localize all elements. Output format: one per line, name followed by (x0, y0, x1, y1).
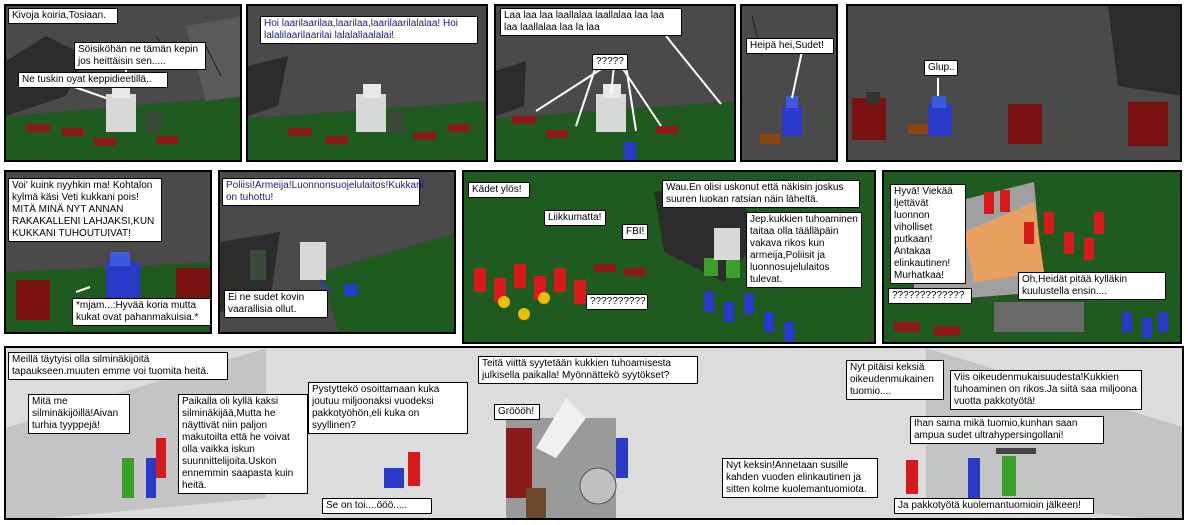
speech-bubble: Se on toi....ööö..... (322, 498, 432, 514)
speech-bubble: Wau.En olisi uskonut että näkisin joskus… (662, 180, 860, 208)
speech-bubble: Ei ne sudet kovin vaarallisia ollut. (224, 290, 328, 318)
speech-bubble: Mitä me silminäkijöillä!Aivan turhia tyy… (28, 394, 130, 434)
speech-bubble: Laa laa laa laallalaa laallalaa laa laa … (500, 8, 682, 36)
panel-3-scene (496, 35, 734, 160)
panel-6: Voi' kuink nyyhkin ma! Kohtalon kylmä kä… (4, 170, 212, 334)
speech-bubble: Kivoja koiria,Tosiaan. (8, 8, 118, 24)
speech-bubble: Meillä täytyisi olla silminäkijöitä tapa… (8, 352, 228, 380)
speech-bubble: Hoi laarilaarilaa,laarilaa,laarilaarilal… (260, 16, 478, 44)
panel-3: Laa laa laa laallalaa laallalaa laa laa … (494, 4, 736, 162)
speech-bubble: *mjam...:Hyvää koria mutta kukat ovat pa… (72, 298, 210, 326)
speech-bubble: ?????????? (586, 294, 648, 310)
panel-4-scene (751, 15, 803, 144)
speech-bubble: Kädet ylös! (468, 182, 530, 198)
panel-9: Hyvä! Viekää ljettävät luonnon vihollise… (882, 170, 1182, 344)
panel-7-scene (220, 232, 454, 332)
speech-bubble: Heipä hei,Sudet! (746, 38, 834, 54)
speech-bubble: FBI! (622, 224, 648, 240)
speech-bubble: ????? (592, 54, 628, 70)
speech-bubble: Poliisi!Armeija!Luonnonsuojelulaitos!Kuk… (222, 178, 424, 206)
speech-bubble: Glup.. (924, 60, 958, 76)
panel-4: Heipä hei,Sudet! (740, 4, 838, 162)
speech-bubble: Hyvä! Viekää ljettävät luonnon vihollise… (890, 184, 966, 284)
speech-bubble: Viis oikeudenmukaisuudesta!Kukkien tuhoa… (950, 370, 1142, 410)
panel-10: Meillä täytyisi olla silminäkijöitä tapa… (4, 346, 1184, 520)
speech-bubble: Paikalla oli kyllä kaksi silminäkijää,Mu… (178, 394, 308, 494)
panel-8: Kädet ylös! Wau.En olisi uskonut että nä… (462, 170, 876, 344)
speech-bubble: Ne tuskin oyat keppidieetillä.. (18, 72, 168, 88)
panel-5: Glup.. (846, 4, 1182, 162)
panel-7: Poliisi!Armeija!Luonnonsuojelulaitos!Kuk… (218, 170, 456, 334)
speech-bubble: Ihan sama mikä tuomio,kunhan saan ampua … (910, 416, 1104, 444)
panel-1-scene (6, 16, 240, 160)
speech-bubble: Gröööh! (494, 404, 540, 420)
speech-bubble: Voi' kuink nyyhkin ma! Kohtalon kylmä kä… (8, 178, 162, 242)
panel-1: Kivoja koiria,Tosiaan. Söisiköhän ne täm… (4, 4, 242, 162)
speech-bubble: Teitä viittä syytetään kukkien tuhoamise… (478, 356, 698, 384)
speech-bubble: Liikkumatta! (544, 210, 606, 226)
speech-bubble: Pystyttekö osoittamaan kuka joutuu miljo… (308, 382, 468, 434)
speech-bubble: ????????????? (888, 288, 972, 304)
panel-2-scene (248, 56, 486, 160)
speech-bubble: Ja pakkotyötä kuolemantuomioin jälkeen! (894, 498, 1094, 514)
speech-bubble: Jep.kukkien tuhoaminen taitaa olla tääll… (746, 212, 862, 288)
speech-bubble: Söisiköhän ne tämän kepin jos heittäisin… (74, 42, 206, 70)
panel-5-scene (852, 6, 1180, 146)
panel-2: Hoi laarilaarilaa,laarilaa,laarilaarilal… (246, 4, 488, 162)
speech-bubble: Oh,Heidät pitää kylläkin kuulustella ens… (1018, 272, 1166, 300)
speech-bubble: Nyt pitäisi keksiä oikeudenmukainen tuom… (846, 360, 944, 400)
speech-bubble: Nyt keksin!Annetaan susille kahden vuode… (722, 458, 878, 498)
